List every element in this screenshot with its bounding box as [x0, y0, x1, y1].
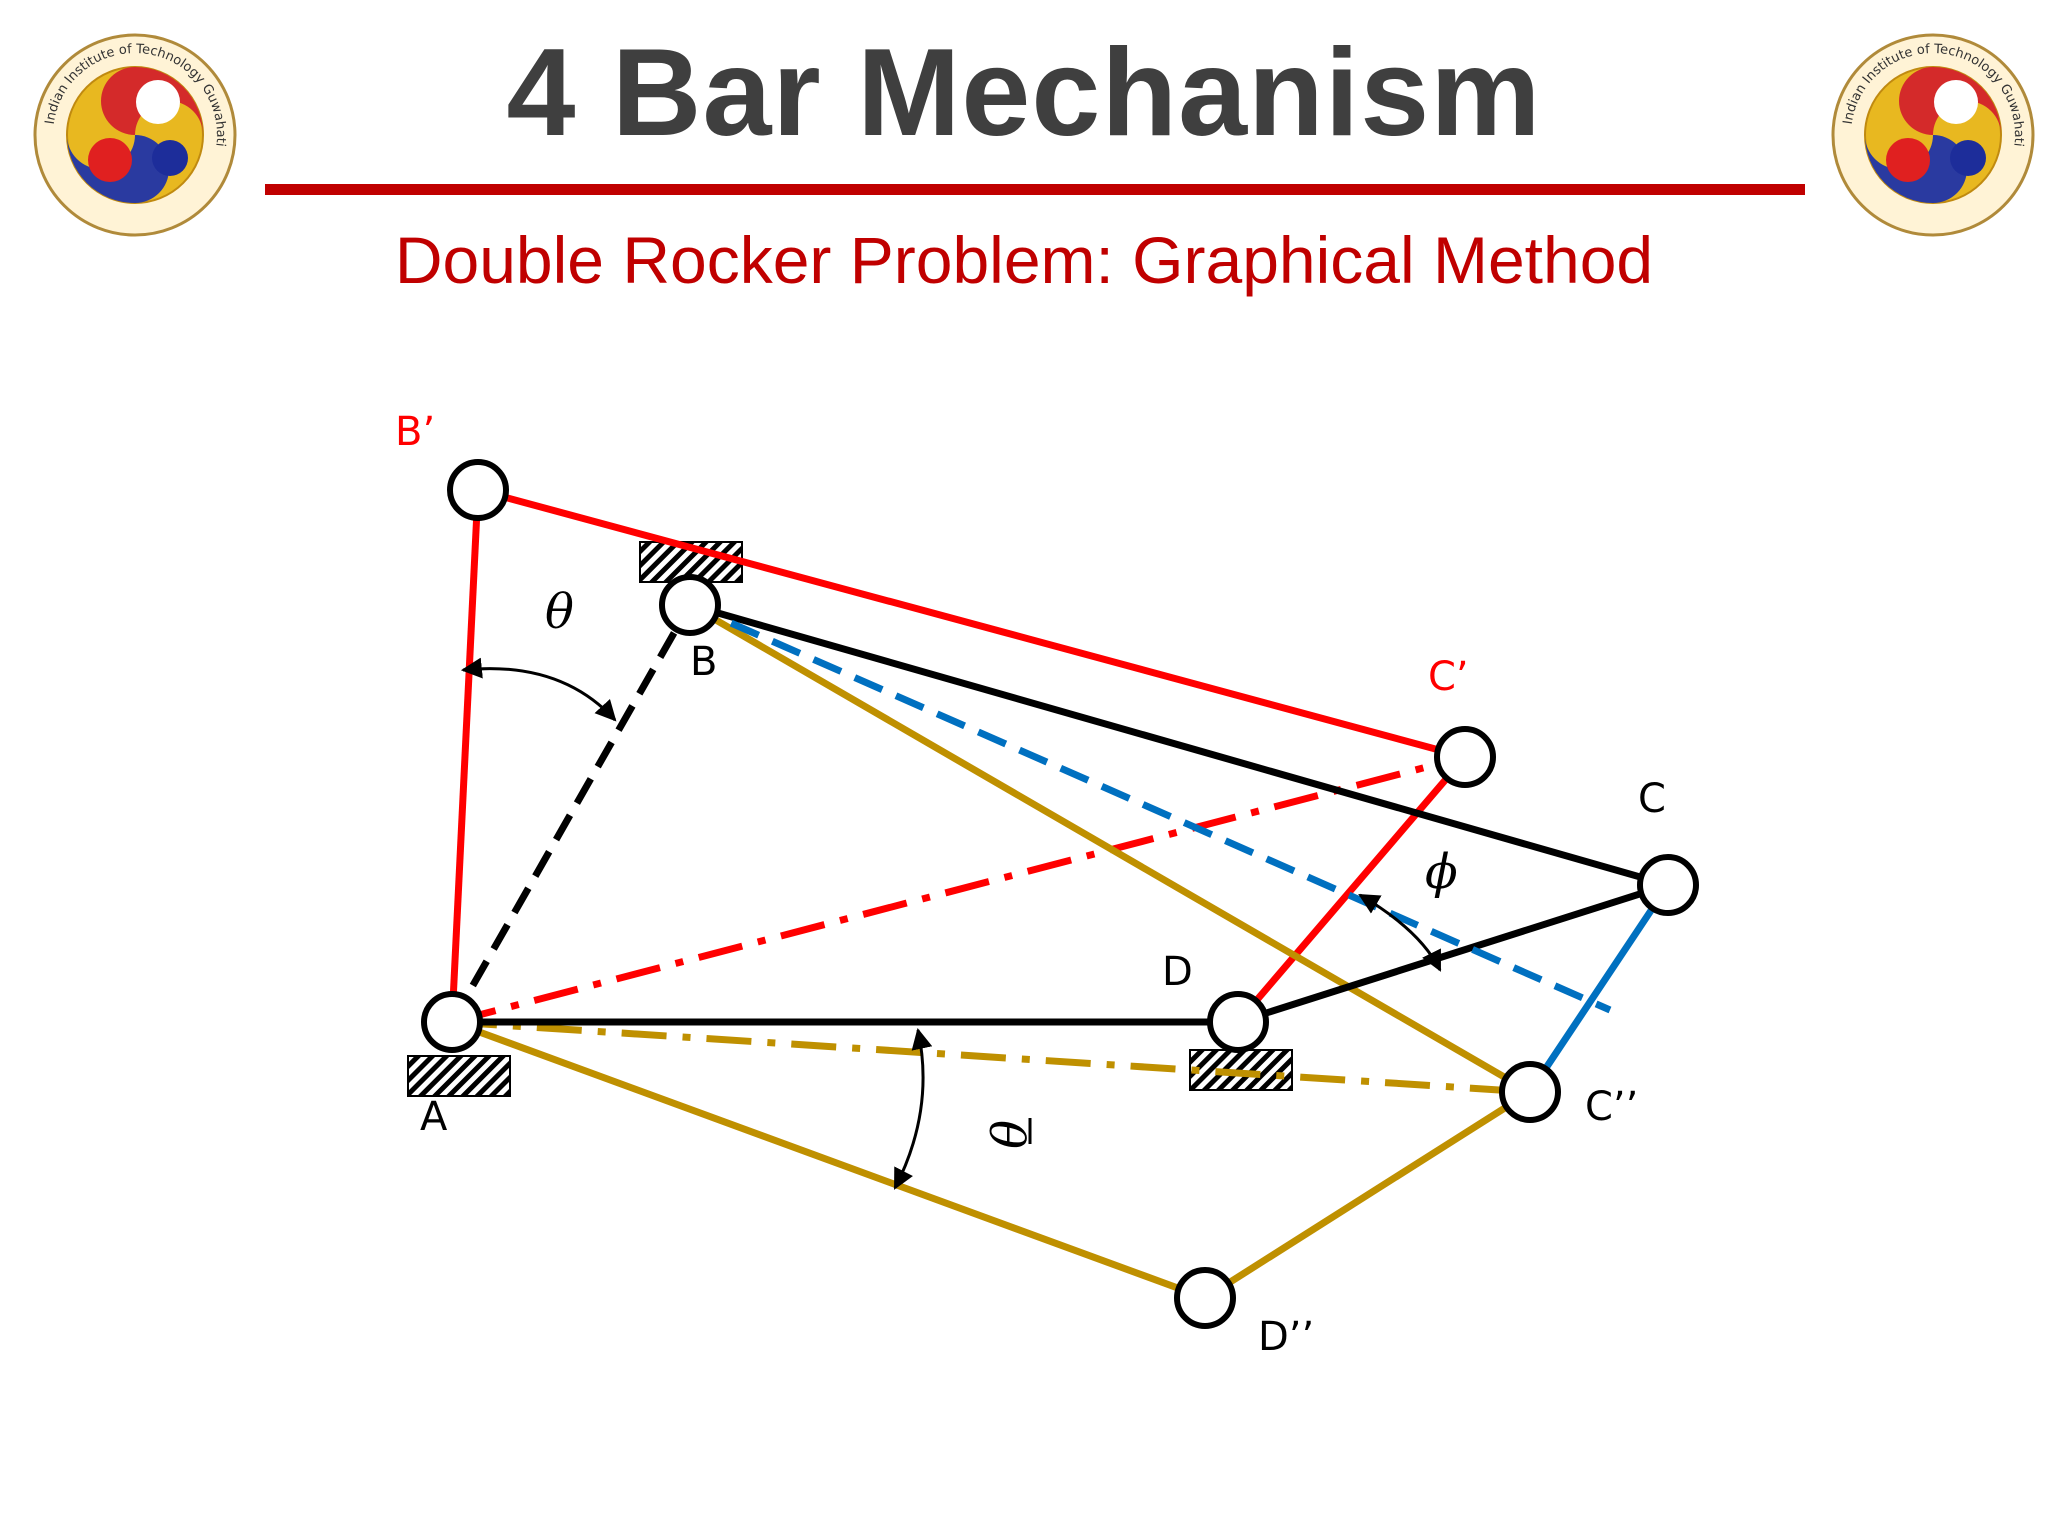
- link-a-ddprime: [450, 1018, 1207, 1302]
- diag-a-b: [448, 603, 694, 1024]
- link-b-c: [689, 601, 1669, 889]
- theta-bar-arc: [893, 1027, 933, 1190]
- iit-guwahati-seal-icon: Indian Institute of Technology Guwahati: [33, 33, 237, 237]
- iit-guwahati-seal-icon: Indian Institute of Technology Guwahati: [1831, 33, 2035, 237]
- ground-hatch-a: [407, 1055, 511, 1097]
- joint-cddprime: [1499, 1061, 1561, 1123]
- label-theta: θ: [545, 584, 574, 640]
- diag-b-extension: [688, 601, 1612, 1014]
- joint-ddprime: [1174, 1267, 1236, 1329]
- phi-arc: [1358, 893, 1442, 972]
- label-theta-bar: θ: [978, 1120, 1034, 1149]
- label-cprime: C’: [1428, 654, 1469, 700]
- joint-c: [1637, 854, 1699, 916]
- label-a: A: [420, 1094, 448, 1140]
- link-ddprime-cddprime: [1203, 1089, 1532, 1301]
- slide-title: 4 Bar Mechanism: [506, 24, 1542, 162]
- joint-cprime: [1434, 726, 1496, 788]
- diag-a-cprime: [451, 753, 1466, 1026]
- joint-a: [421, 991, 483, 1053]
- label-b: B: [690, 639, 717, 685]
- label-ddprime: D’’: [1258, 1314, 1314, 1360]
- link-c-d: [1236, 881, 1670, 1026]
- theta-arc: [460, 657, 617, 722]
- link-bprime-cprime: [477, 486, 1466, 761]
- link-b-cddprime: [688, 601, 1532, 1096]
- title-divider: [265, 184, 1805, 195]
- joint-bprime: [447, 459, 509, 521]
- label-bprime: B’: [395, 409, 435, 455]
- label-cddprime: C’’: [1585, 1084, 1638, 1130]
- slide-subtitle: Double Rocker Problem: Graphical Method: [394, 223, 1654, 297]
- label-theta-bar-group: θ: [978, 1118, 1034, 1149]
- label-d: D: [1162, 949, 1193, 995]
- label-c: C: [1638, 776, 1666, 822]
- link-cprime-d: [1235, 754, 1468, 1025]
- joint-d: [1207, 991, 1269, 1053]
- label-phi: ϕ: [1425, 844, 1458, 900]
- link-c-cddprime: [1527, 883, 1671, 1094]
- diag-a-cddprime: [451, 1018, 1531, 1096]
- link-a-bprime: [448, 489, 482, 1023]
- joint-b: [659, 574, 721, 636]
